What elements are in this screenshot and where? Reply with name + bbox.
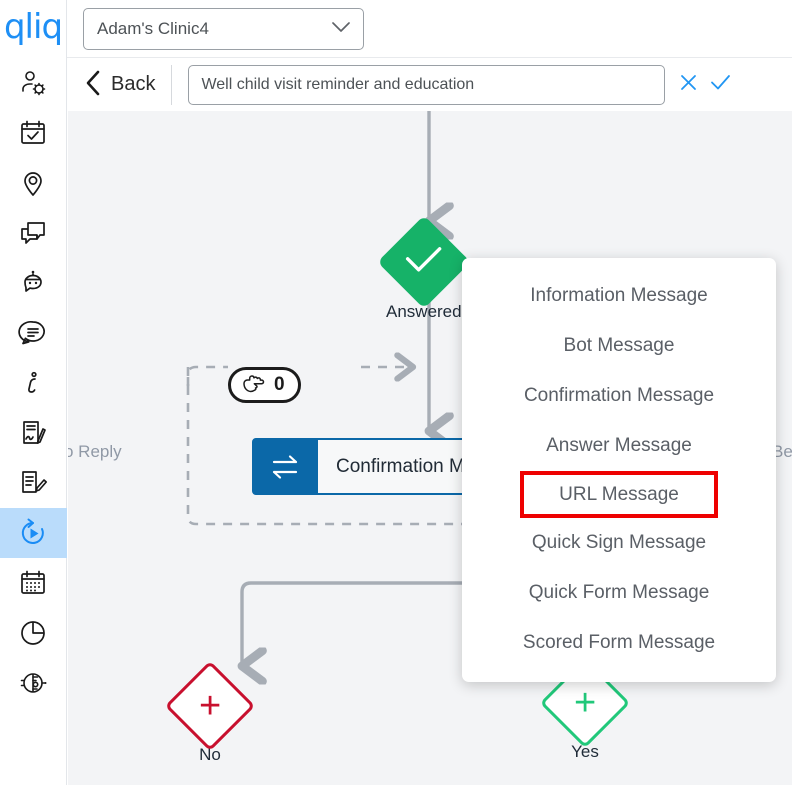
edge-label-before: Be (772, 442, 792, 461)
answered-diamond (377, 215, 471, 309)
user-gear-icon (18, 68, 48, 98)
clinic-selector-value: Adam's Clinic4 (97, 18, 209, 38)
menu-item-quick-sign-message[interactable]: Quick Sign Message (531, 532, 707, 553)
menu-item-information-message[interactable]: Information Message (530, 285, 708, 306)
no-diamond: + (164, 660, 256, 752)
workflow-header: Back (67, 58, 792, 111)
qliq-logo: qliq (3, 7, 63, 47)
sidebar-item-ai[interactable] (0, 658, 67, 708)
two-way-arrows-icon (252, 438, 318, 495)
plus-icon: + (573, 681, 597, 724)
pie-chart-icon (18, 618, 48, 648)
back-button[interactable]: Back (85, 64, 173, 105)
sidebar-item-location[interactable] (0, 158, 67, 208)
menu-item-answer-message[interactable]: Answer Message (546, 435, 692, 456)
left-icon-rail: qliq (0, 0, 67, 785)
chevron-down-icon (332, 20, 350, 38)
ai-face-icon (18, 668, 48, 698)
sidebar-item-bot[interactable] (0, 258, 67, 308)
reply-count-value: 0 (274, 374, 285, 395)
plus-icon: + (198, 684, 222, 727)
menu-item-url-message[interactable]: URL Message (520, 471, 718, 518)
document-edit-icon (18, 468, 48, 498)
close-icon[interactable] (679, 73, 698, 96)
menu-item-scored-form-message[interactable]: Scored Form Message (522, 632, 716, 653)
node-yes[interactable]: + Yes (539, 657, 631, 762)
top-bar: Adam's Clinic4 (67, 0, 792, 58)
map-pin-icon (18, 168, 48, 198)
workflow-title-input[interactable] (188, 64, 666, 105)
node-no-label: No (199, 745, 221, 764)
chat-bubbles-icon (18, 218, 48, 248)
sidebar-item-schedule[interactable] (0, 558, 67, 608)
node-no[interactable]: + No (164, 660, 256, 765)
calendar-check-icon (18, 118, 48, 148)
clinic-selector[interactable]: Adam's Clinic4 (83, 7, 364, 50)
back-label: Back (111, 73, 156, 95)
sidebar-item-reports[interactable] (0, 608, 67, 658)
edge-label-no-reply: o Reply (68, 442, 122, 461)
sidebar-item-conversations[interactable] (0, 208, 67, 258)
check-icon (405, 245, 443, 280)
menu-item-quick-form-message[interactable]: Quick Form Message (528, 582, 710, 603)
header-actions (679, 73, 731, 96)
document-signature-icon (18, 418, 48, 448)
sidebar-item-forms[interactable] (0, 458, 67, 508)
node-answered-label: Answered (386, 302, 462, 321)
sidebar-item-info[interactable] (0, 358, 67, 408)
sidebar-item-tasks[interactable] (0, 108, 67, 158)
robot-icon (18, 268, 48, 298)
node-answered[interactable]: Answered (377, 215, 471, 322)
menu-item-confirmation-message[interactable]: Confirmation Message (523, 385, 715, 406)
calendar-grid-icon (18, 568, 48, 598)
chevron-left-icon (85, 70, 101, 100)
menu-item-bot-message[interactable]: Bot Message (563, 335, 675, 356)
message-type-menu[interactable]: Information Message Bot Message Confirma… (462, 258, 776, 682)
replay-play-icon (17, 517, 49, 549)
sidebar-item-messages[interactable] (0, 308, 67, 358)
pointing-hand-icon (242, 373, 267, 398)
check-icon[interactable] (710, 73, 731, 96)
node-confirmation-message-label: Confirmation Me (336, 455, 476, 477)
sidebar-item-signature[interactable] (0, 408, 67, 458)
sidebar-item-user-settings[interactable] (0, 58, 67, 108)
info-italic-icon (18, 368, 48, 398)
comment-lines-icon (18, 318, 48, 348)
node-yes-label: Yes (571, 742, 599, 761)
sidebar-item-workflows[interactable] (0, 508, 67, 558)
reply-count-badge[interactable]: 0 (228, 367, 301, 403)
